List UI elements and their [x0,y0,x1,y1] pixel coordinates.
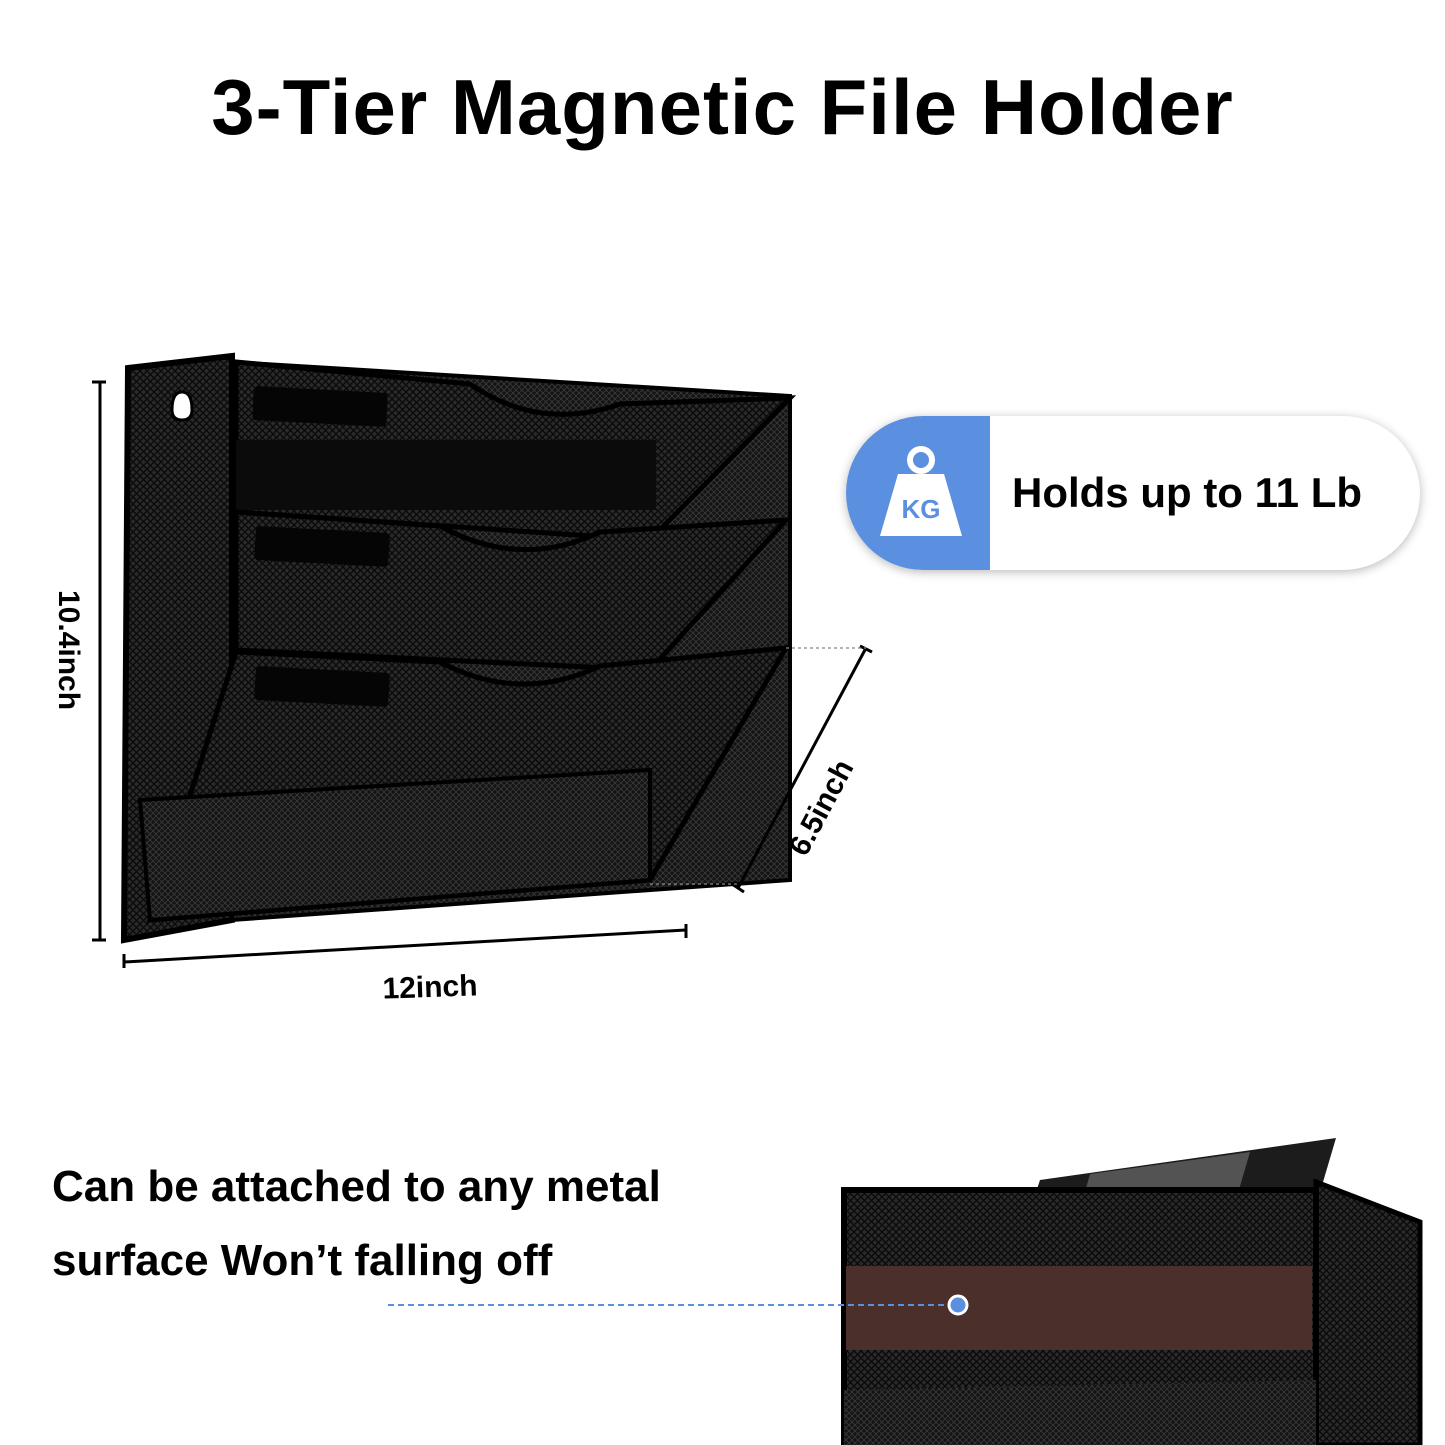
magnet-detail-illustration [388,1138,1423,1445]
tier-1-label-slot [252,386,388,427]
kg-icon-label: KG [902,494,941,524]
depth-line [736,647,868,889]
file-holder-illustration [92,352,873,968]
tier-1-files [236,440,656,510]
capacity-badge: KG Holds up to 11 Lb [846,416,1420,570]
tier-3-front [137,767,652,923]
pointer-dot [947,1294,969,1316]
mounting-hole [170,390,194,422]
kg-weight-icon: KG [880,446,962,536]
tier-2-label-slot [254,526,390,567]
magnet-strip [846,1266,1312,1350]
tier-3-label-slot [254,666,390,707]
feature-text-line-1: Can be attached to any metal [52,1162,661,1211]
dimension-lines [92,380,873,968]
side-panel [1313,1178,1423,1445]
capacity-icon-box: KG [846,416,990,570]
page-title: 3-Tier Magnetic File Holder [211,63,1234,151]
feature-text-line-2: surface Won’t falling off [52,1236,553,1285]
height-dimension-label: 10.4inch [52,589,85,711]
width-line [123,928,687,964]
width-dimension-label: 12inch [381,969,479,1006]
capacity-text: Holds up to 11 Lb [1012,469,1363,516]
